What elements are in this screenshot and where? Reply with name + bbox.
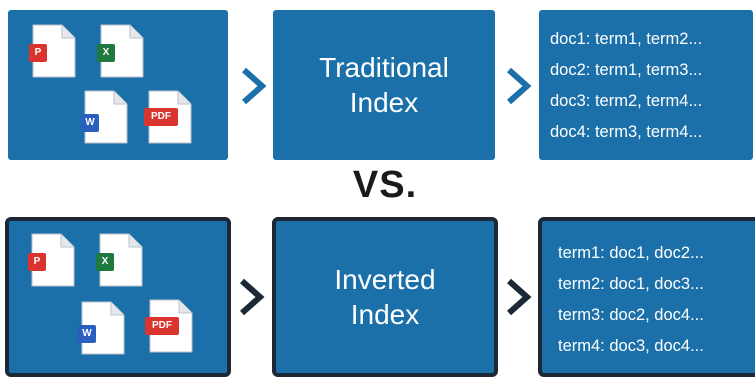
word-badge: W <box>78 325 96 343</box>
powerpoint-badge: P <box>28 253 46 271</box>
bottom-files-panel: P X W PDF <box>5 217 231 377</box>
excel-badge: X <box>97 44 115 62</box>
top-files-panel: P X W PDF <box>8 10 228 160</box>
traditional-index-title: Traditional Index <box>319 52 449 118</box>
powerpoint-file-icon: P <box>28 233 75 287</box>
excel-file-icon: X <box>97 24 144 78</box>
list-item: doc1: term1, term2... <box>550 30 703 48</box>
inverted-index-title: Inverted Index <box>334 264 436 330</box>
bottom-arrow-1-icon <box>240 278 265 316</box>
list-item: term1: doc1, doc2... <box>558 244 704 262</box>
top-arrow-2-icon <box>507 67 532 105</box>
word-file-icon: W <box>81 90 128 144</box>
excel-badge: X <box>96 253 114 271</box>
top-arrow-1-icon <box>242 67 267 105</box>
list-item: term2: doc1, doc3... <box>558 275 704 293</box>
pdf-file-icon: PDF <box>145 299 193 353</box>
pdf-badge: PDF <box>145 317 179 335</box>
list-item: doc3: term2, term4... <box>550 92 703 110</box>
list-item: doc4: term3, term4... <box>550 123 703 141</box>
powerpoint-badge: P <box>29 44 47 62</box>
doc-term-list-panel: doc1: term1, term2... doc2: term1, term3… <box>539 10 753 160</box>
traditional-index-panel: Traditional Index <box>273 10 495 160</box>
list-item: term4: doc3, doc4... <box>558 337 704 355</box>
term-doc-list-panel: term1: doc1, doc2... term2: doc1, doc3..… <box>538 217 755 377</box>
word-file-icon: W <box>78 301 125 355</box>
inverted-index-panel: Inverted Index <box>272 217 498 377</box>
list-item: doc2: term1, term3... <box>550 61 703 79</box>
excel-file-icon: X <box>96 233 143 287</box>
pdf-file-icon: PDF <box>144 90 192 144</box>
word-badge: W <box>81 114 99 132</box>
term-doc-list: term1: doc1, doc2... term2: doc1, doc3..… <box>558 238 704 362</box>
powerpoint-file-icon: P <box>29 24 76 78</box>
doc-term-list: doc1: term1, term2... doc2: term1, term3… <box>550 24 702 148</box>
pdf-badge: PDF <box>144 108 178 126</box>
bottom-arrow-2-icon <box>507 278 532 316</box>
list-item: term3: doc2, doc4... <box>558 306 704 324</box>
vs-label: VS. <box>352 164 418 206</box>
